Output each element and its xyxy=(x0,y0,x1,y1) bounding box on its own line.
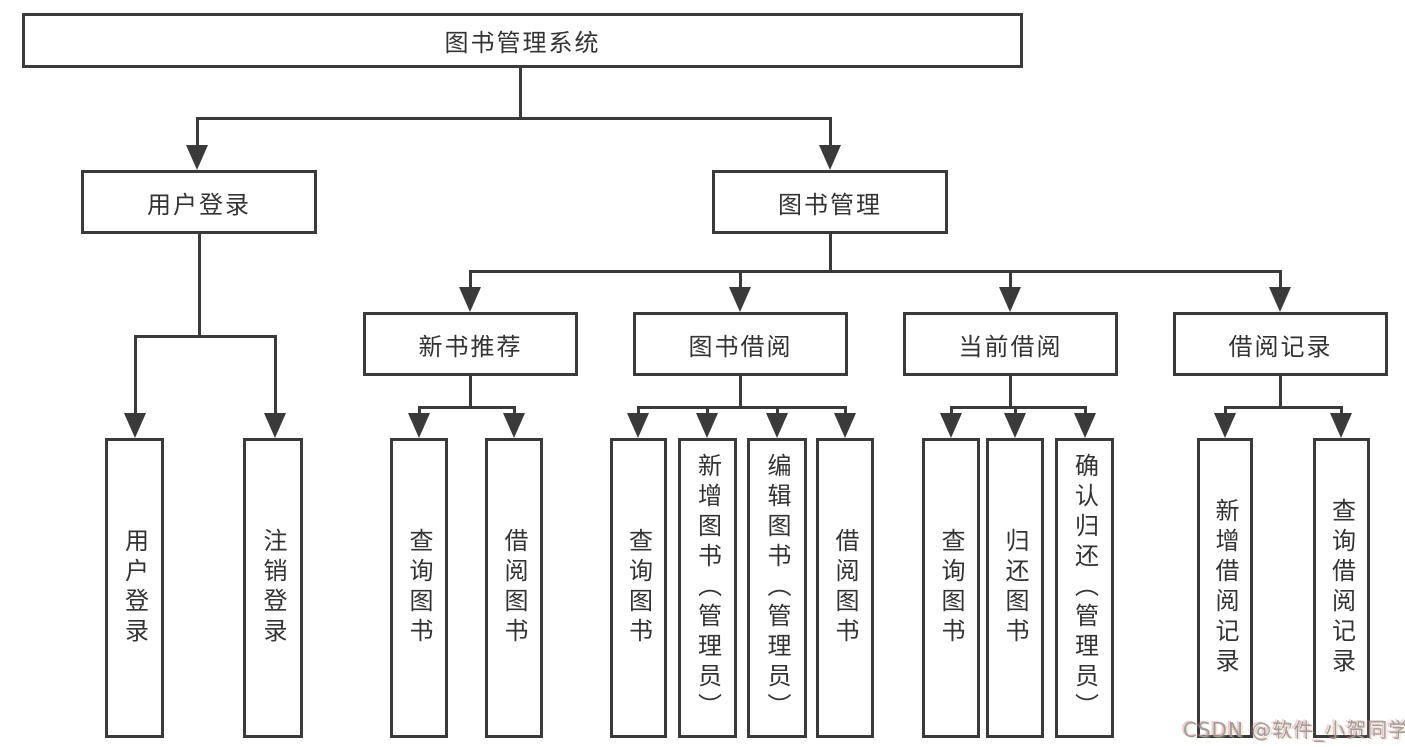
leaf-user-login: 用户登录 xyxy=(105,438,164,738)
connector-line xyxy=(273,335,277,413)
arrow-down-icon xyxy=(264,413,286,438)
connector-line xyxy=(738,376,742,406)
connector-line xyxy=(843,406,847,414)
connector-line xyxy=(1278,376,1282,406)
connector-line xyxy=(195,117,199,145)
arrow-down-icon xyxy=(819,145,841,170)
connector-line xyxy=(828,234,832,270)
connector-line xyxy=(949,406,953,414)
leaf-logout: 注销登录 xyxy=(243,438,303,738)
arrow-down-icon xyxy=(408,413,430,438)
connector-line xyxy=(512,406,516,414)
node-new-book-recommend: 新书推荐 xyxy=(363,312,578,376)
node-root: 图书管理系统 xyxy=(22,13,1023,68)
node-book-borrow: 图书借阅 xyxy=(633,312,848,376)
arrow-down-icon xyxy=(503,413,525,438)
connector-line xyxy=(1008,376,1012,406)
connector-line xyxy=(133,335,137,413)
connector-line xyxy=(1008,270,1012,287)
leaf-confirm-return-admin: 确认归还（管理员） xyxy=(1055,438,1114,738)
connector-line xyxy=(468,376,472,406)
connector-line xyxy=(738,270,742,287)
arrow-down-icon xyxy=(834,413,856,438)
leaf-edit-books-admin: 编辑图书（管理员） xyxy=(747,438,807,738)
connector-line xyxy=(828,117,832,145)
connector-line xyxy=(1223,406,1227,414)
connector-line xyxy=(468,270,1282,273)
connector-line xyxy=(1278,270,1282,287)
connector-line xyxy=(705,406,709,414)
node-borrow-records: 借阅记录 xyxy=(1173,312,1388,376)
leaf-query-borrow-record: 查询借阅记录 xyxy=(1313,438,1370,738)
connector-line xyxy=(636,406,640,414)
arrow-down-icon xyxy=(696,413,718,438)
arrow-down-icon xyxy=(1214,413,1236,438)
connector-line xyxy=(1083,406,1087,414)
connector-line xyxy=(636,406,847,409)
arrow-down-icon xyxy=(124,413,146,438)
arrow-down-icon xyxy=(1330,413,1352,438)
connector-line xyxy=(949,406,1087,409)
connector-line xyxy=(775,406,779,414)
arrow-down-icon xyxy=(459,287,481,312)
arrow-down-icon xyxy=(1004,413,1026,438)
connector-line xyxy=(195,117,832,120)
arrow-down-icon xyxy=(627,413,649,438)
leaf-add-books-admin: 新增图书（管理员） xyxy=(678,438,737,738)
arrow-down-icon xyxy=(1269,287,1291,312)
arrow-down-icon xyxy=(186,145,208,170)
connector-line xyxy=(417,406,421,414)
connector-line xyxy=(518,68,522,117)
connector-line xyxy=(1223,406,1343,409)
node-book-management: 图书管理 xyxy=(712,170,948,234)
leaf-borrow-books-recommend: 借阅图书 xyxy=(485,438,543,738)
connector-line xyxy=(417,406,516,409)
connector-line xyxy=(197,234,201,335)
leaf-return-books: 归还图书 xyxy=(986,438,1044,738)
arrow-down-icon xyxy=(729,287,751,312)
watermark: CSDN @软件_小贺同学 xyxy=(1183,718,1405,742)
node-current-borrow: 当前借阅 xyxy=(903,312,1118,376)
connector-line xyxy=(1013,406,1017,414)
node-user-login: 用户登录 xyxy=(81,170,317,234)
leaf-query-books-recommend: 查询图书 xyxy=(390,438,448,738)
leaf-borrow-books: 借阅图书 xyxy=(816,438,874,738)
arrow-down-icon xyxy=(940,413,962,438)
leaf-add-borrow-record: 新增借阅记录 xyxy=(1197,438,1253,738)
arrow-down-icon xyxy=(766,413,788,438)
leaf-query-books-borrow: 查询图书 xyxy=(610,438,667,738)
leaf-query-books-current: 查询图书 xyxy=(922,438,980,738)
connector-line xyxy=(133,335,277,338)
arrow-down-icon xyxy=(999,287,1021,312)
connector-line xyxy=(1339,406,1343,414)
connector-line xyxy=(468,270,472,287)
arrow-down-icon xyxy=(1074,413,1096,438)
